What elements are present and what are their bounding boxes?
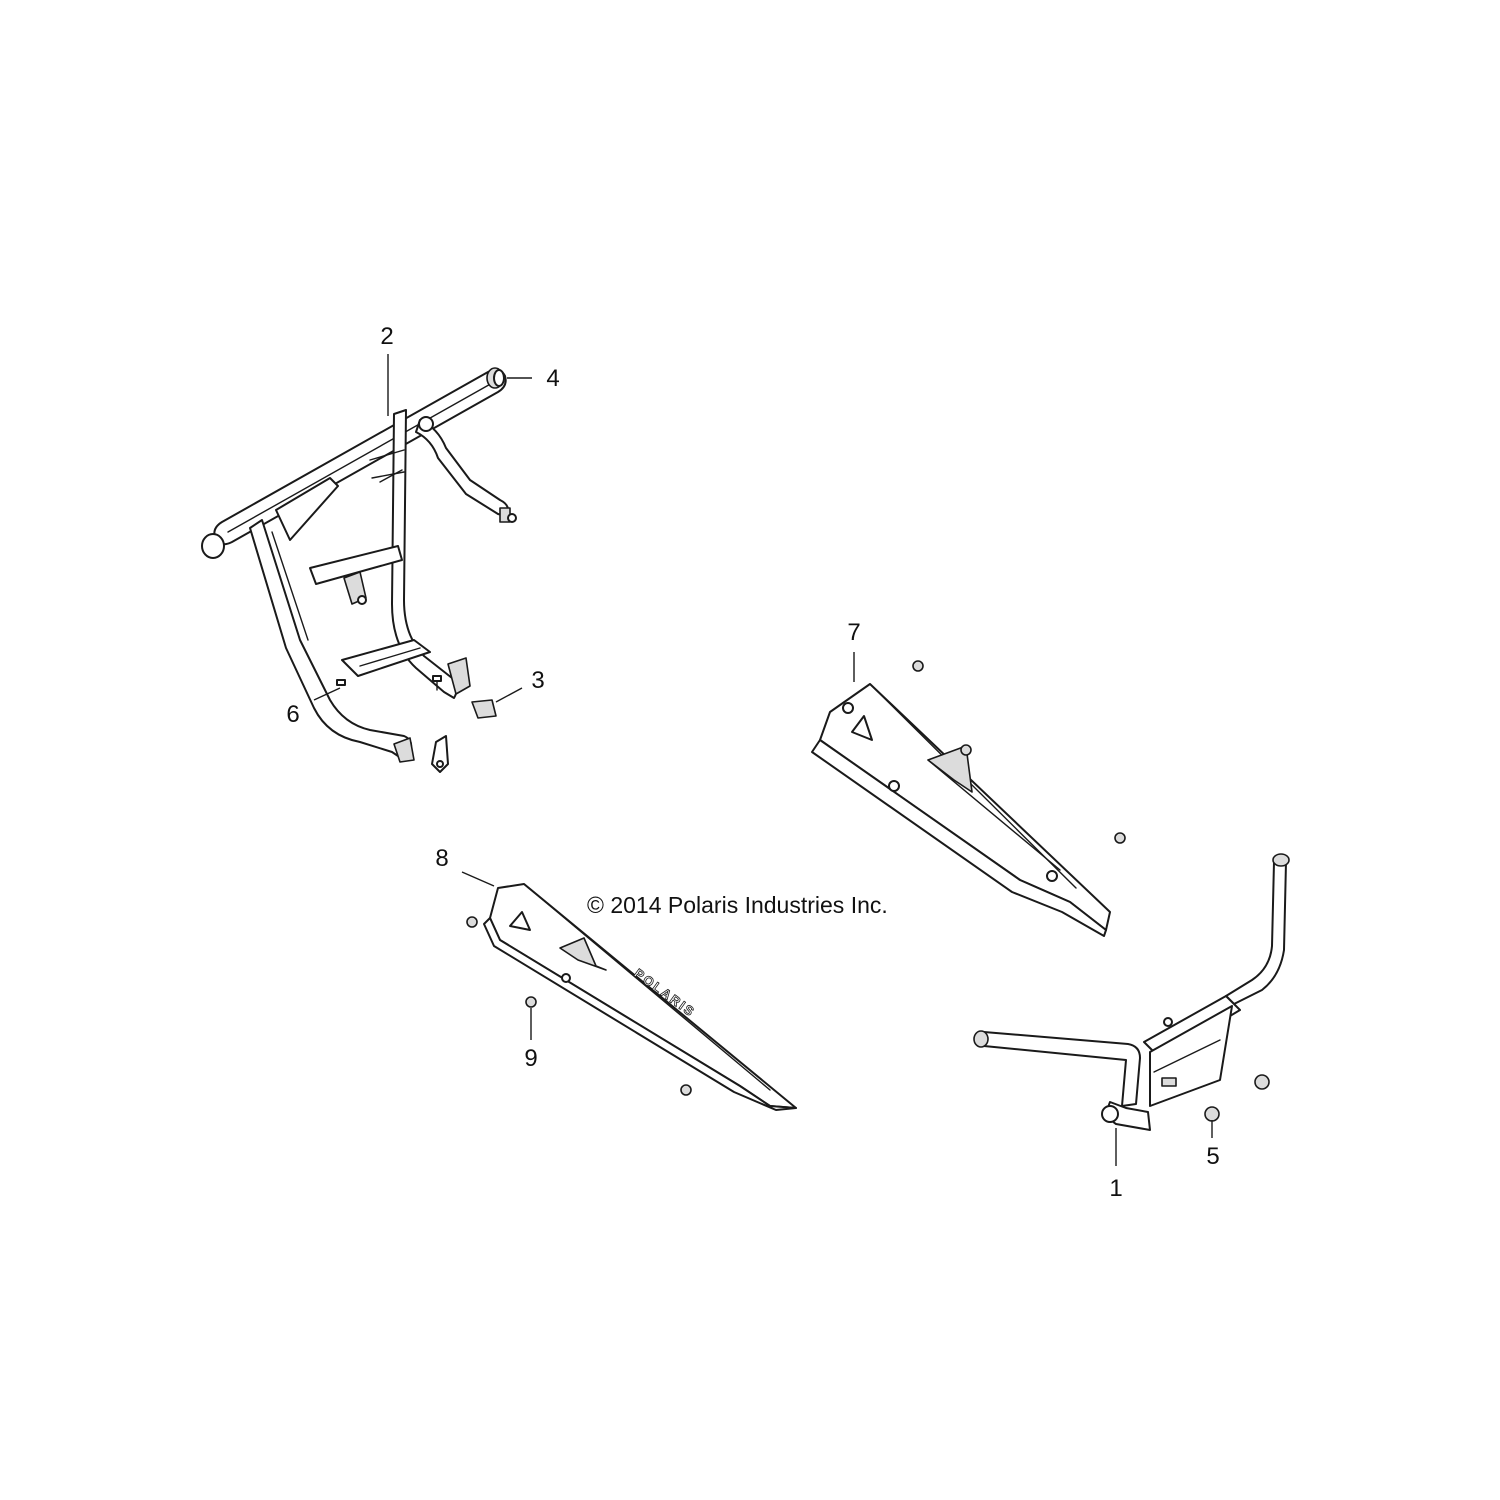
part-2-front-bumper-frame — [201, 368, 517, 763]
callout-4: 4 — [546, 365, 559, 392]
callout-1: 1 — [1109, 1175, 1122, 1202]
callout-5: 5 — [1206, 1143, 1219, 1170]
callout-labels: 1 2 3 4 5 6 7 8 9 — [286, 323, 1219, 1202]
callout-3: 3 — [531, 667, 544, 694]
part-9-nut — [525, 996, 537, 1008]
part-3-bracket — [431, 699, 497, 773]
callout-7: 7 — [847, 619, 860, 646]
callout-9: 9 — [524, 1045, 537, 1072]
part-8-side-guard-left: POLARIS — [466, 883, 797, 1111]
copyright-notice: © 2014 Polaris Industries Inc. — [587, 892, 888, 918]
callout-8: 8 — [435, 845, 448, 872]
callout-2: 2 — [380, 323, 393, 350]
part-5-end-plug — [1204, 1106, 1220, 1122]
callout-6: 6 — [286, 701, 299, 728]
leader-8 — [461, 871, 495, 887]
leader-6 — [313, 687, 341, 701]
leader-lines — [313, 354, 1213, 1166]
part-4-tube-plug — [486, 367, 505, 389]
part-6-pin — [336, 675, 442, 691]
part-1-rear-bumper — [973, 853, 1290, 1131]
leader-3 — [495, 687, 523, 703]
part-7-side-guard-right — [811, 660, 1126, 937]
